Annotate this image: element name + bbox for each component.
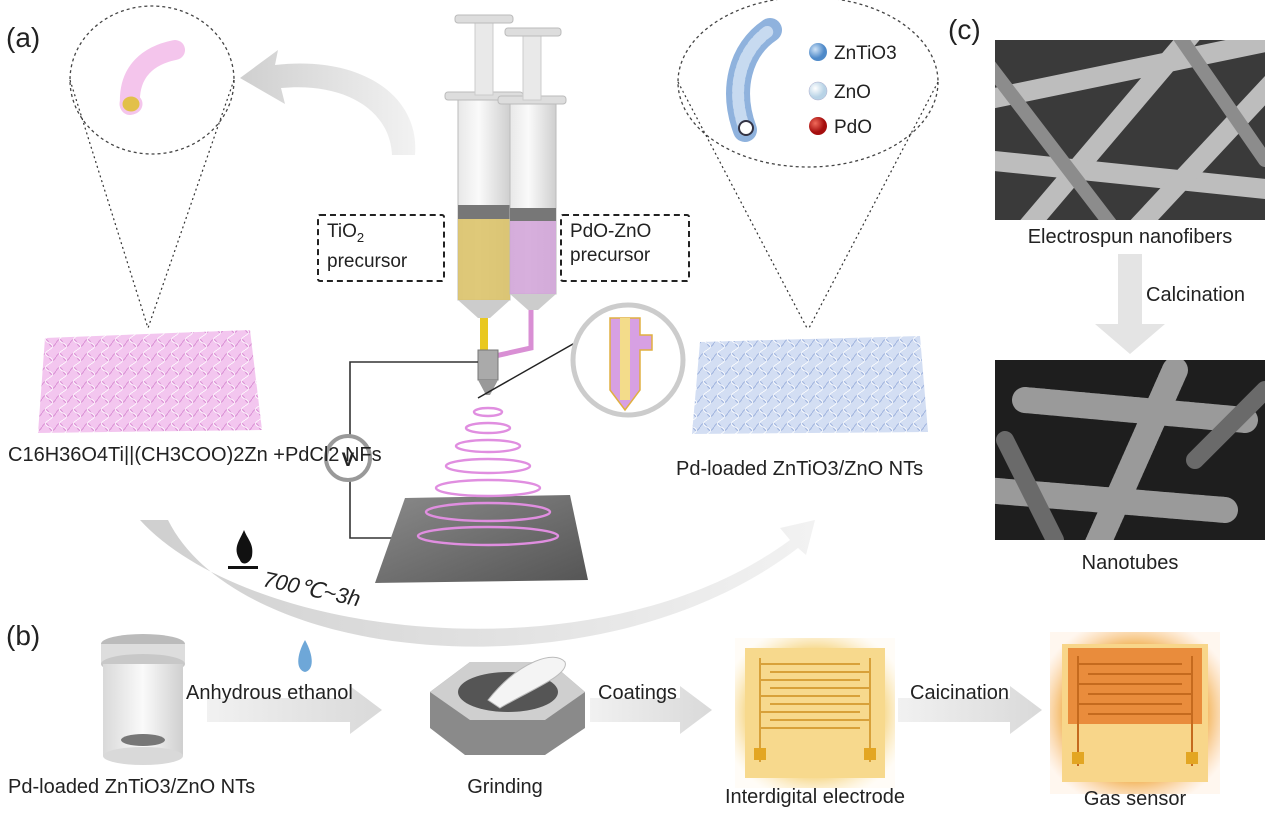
voltage-symbol: V bbox=[342, 450, 355, 471]
tube-zoom-circle bbox=[677, 0, 939, 168]
mortar-pestle-icon bbox=[430, 656, 585, 755]
legend-zno-marker bbox=[808, 81, 828, 101]
electrode-label: Interdigital electrode bbox=[724, 786, 906, 808]
tio2-precursor-word: precursor bbox=[327, 250, 408, 272]
nanotubes-caption: Nanotubes bbox=[1081, 552, 1179, 574]
spinneret-nozzle bbox=[477, 349, 499, 381]
fiber-core-icon bbox=[119, 93, 143, 115]
syringe-right bbox=[494, 27, 567, 359]
precursor-fiber-mat bbox=[38, 330, 262, 433]
calcination-label-c: Calcination bbox=[1146, 284, 1245, 306]
tio2-label: TiO bbox=[327, 221, 357, 242]
panel-label-c: (c) bbox=[948, 14, 981, 45]
tio2-precursor-box: TiO2 precursor bbox=[317, 214, 445, 282]
droplet-icon bbox=[298, 640, 312, 672]
step2-label: Coatings bbox=[598, 682, 677, 704]
nanotube-mat bbox=[692, 336, 928, 434]
grinding-label: Grinding bbox=[467, 776, 543, 798]
pdo-zno-precursor-word: precursor bbox=[570, 245, 651, 266]
fiber-zoom-circle bbox=[69, 5, 235, 155]
electrospinning-jet bbox=[416, 406, 560, 547]
voltage-source bbox=[324, 434, 372, 482]
sample-jar-icon bbox=[101, 634, 185, 765]
gas-sensor-icon bbox=[1050, 632, 1220, 794]
gas-sensor-label: Gas sensor bbox=[1083, 788, 1187, 810]
flame-icon bbox=[228, 530, 258, 569]
legend-pdo-marker bbox=[809, 117, 827, 135]
legend-znti-o3-marker bbox=[809, 43, 827, 61]
sem-image-nanotubes bbox=[995, 360, 1265, 540]
pdo-zno-label: PdO-ZnO bbox=[570, 221, 652, 242]
syringe-left bbox=[444, 14, 524, 353]
legend-zno-label: ZnO bbox=[834, 82, 871, 103]
legend-pdo-label: PdO bbox=[834, 117, 872, 138]
step-arrow-1 bbox=[207, 686, 382, 734]
left-mat-formula: C16H36O4Ti||(CH3COO)2Zn +PdCl2 NFs bbox=[8, 444, 382, 466]
right-mat-label: Pd-loaded ZnTiO3/ZnO NTs bbox=[676, 458, 924, 480]
start-material-label: Pd-loaded ZnTiO3/ZnO NTs bbox=[8, 776, 256, 798]
panel-label-a: (a) bbox=[6, 22, 41, 53]
step-arrow-2 bbox=[590, 686, 712, 734]
pdo-zno-precursor-box: PdO-ZnO precursor bbox=[560, 214, 690, 282]
panel-b-illustration bbox=[101, 632, 1220, 794]
nanofibers-caption: Electrospun nanofibers bbox=[1027, 226, 1233, 248]
sem-image-nanofibers bbox=[995, 40, 1265, 220]
step-arrow-3 bbox=[898, 686, 1042, 734]
interdigital-electrode-icon bbox=[735, 638, 895, 788]
step3-label: Caicination bbox=[910, 682, 1009, 704]
step1-label: Anhydrous ethanol bbox=[186, 682, 353, 704]
panel-label-b: (b) bbox=[6, 620, 41, 651]
legend-znti-o3-label: ZnTiO3 bbox=[834, 43, 897, 64]
calcination-down-arrow bbox=[1095, 254, 1165, 354]
calcination-arrow bbox=[140, 520, 815, 647]
return-arrow bbox=[240, 50, 416, 155]
